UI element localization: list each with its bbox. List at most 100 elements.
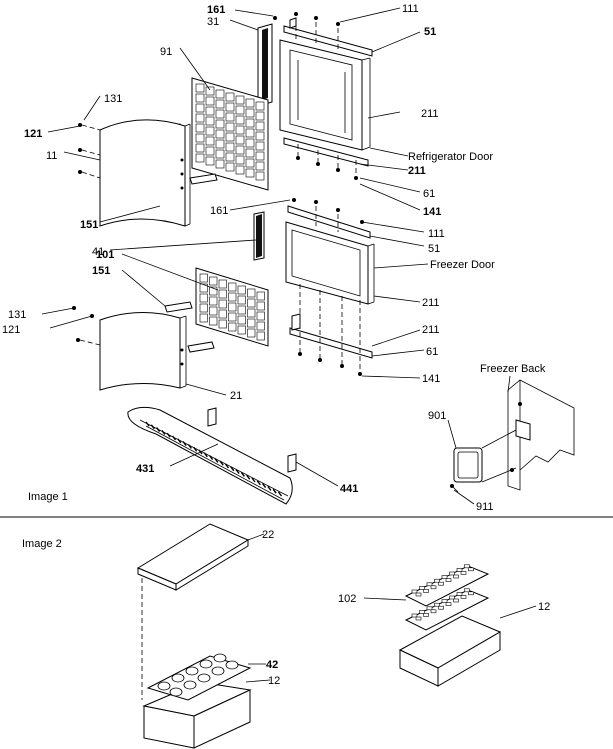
grid-cell (245, 108, 255, 118)
image1-caption: Image 1 (28, 491, 68, 503)
grid-cell (215, 109, 225, 119)
grid-cell (245, 128, 255, 138)
leader-lines-image1 (41, 7, 511, 505)
grid-cell (199, 273, 208, 283)
refrigerator-door-panel (279, 39, 371, 151)
grill-slot (262, 483, 267, 489)
grid-cell (255, 151, 265, 161)
label-131: 131 (104, 93, 122, 105)
label-12-b: 12 (538, 601, 550, 613)
label-211-c: 211 (422, 297, 440, 309)
grill-slot (150, 424, 155, 430)
part-11-door-panel (78, 119, 191, 227)
ice-cell (445, 578, 452, 582)
grid-cell (237, 305, 246, 315)
part-12-bin-left (142, 679, 271, 749)
grid-cell (218, 289, 227, 299)
part-61-bottom-channel-ref (283, 137, 369, 167)
label-101: 101 (96, 249, 114, 261)
grid-cell (225, 92, 235, 102)
grill-slot (219, 460, 224, 466)
grid-cell (225, 122, 235, 132)
part-441-clip-b (207, 407, 217, 427)
part-51-top-channel-ref (283, 17, 373, 57)
ice-cell (456, 592, 463, 596)
grid-cell (195, 103, 205, 113)
egg-cup (197, 673, 211, 683)
freezer-back-bracket (515, 419, 531, 441)
grill-slot (203, 452, 208, 458)
ice-cell (419, 610, 425, 614)
image2-caption: Image 2 (22, 538, 62, 550)
label-161: 161 (207, 4, 225, 16)
part-151-clip-lower (164, 301, 193, 313)
grid-cell (235, 155, 245, 165)
grid-cell (235, 105, 245, 115)
grid-cell (195, 143, 205, 153)
grill-slot (235, 469, 240, 475)
grid-cell (225, 112, 235, 122)
part-91-grid-panel (191, 77, 269, 191)
label-141: 141 (423, 206, 441, 218)
grid-cell (205, 146, 215, 156)
grid-cell (199, 313, 208, 323)
ice-cell (464, 564, 470, 569)
grid-cell (205, 156, 215, 166)
grid-cell (255, 141, 265, 151)
label-51: 51 (424, 26, 436, 38)
ice-cell (434, 602, 440, 607)
egg-cup (169, 687, 183, 697)
grid-cell (205, 96, 215, 106)
part-151-clip-upper-b (189, 173, 218, 185)
grid-cell (255, 131, 265, 141)
egg-cup (157, 681, 171, 691)
grill-slot (214, 457, 219, 463)
grid-cell (247, 308, 256, 318)
grill-slot (267, 485, 272, 491)
grid-cell (247, 298, 256, 308)
label-111-b: 111 (428, 228, 445, 240)
grid-cell (215, 99, 225, 109)
label-11: 11 (46, 150, 57, 162)
ice-cell (460, 595, 467, 599)
label-51-b: 51 (428, 243, 440, 255)
grid-cell (225, 162, 235, 172)
label-61-b: 61 (426, 346, 438, 358)
label-131-b: 131 (8, 309, 26, 321)
label-151: 151 (80, 219, 98, 231)
grid-cell (205, 106, 215, 116)
label-31: 31 (207, 16, 219, 28)
label-211-d: 211 (422, 324, 440, 336)
grid-cell (195, 153, 205, 163)
egg-cup (171, 673, 185, 683)
ice-cell (438, 581, 444, 586)
grid-cell (228, 302, 237, 312)
grill-slot (156, 427, 161, 433)
ice-cell (423, 589, 429, 593)
labels-image1: 161 111 31 51 91 131 121 11 211 Refriger… (2, 3, 546, 513)
part-61-bottom-channel-freezer (289, 327, 373, 359)
grid-cell (245, 168, 255, 178)
grid-cell (255, 171, 265, 181)
grid-cell (235, 115, 245, 125)
part-441-clip (287, 453, 297, 473)
ice-cell (441, 575, 448, 579)
ice-cell (468, 567, 474, 572)
grid-cell (228, 282, 237, 292)
part-31-gasket (257, 23, 273, 107)
label-freezer-back: Freezer Back (480, 363, 546, 375)
grid-cell (209, 296, 218, 306)
grid-cell (255, 161, 265, 171)
grid-cell (218, 299, 227, 309)
label-102: 102 (338, 593, 356, 605)
grid-cell (199, 283, 208, 293)
ice-cell (434, 578, 440, 583)
grid-cell (225, 102, 235, 112)
grill-slot (251, 477, 256, 483)
label-21: 21 (230, 390, 242, 402)
ice-cell (460, 571, 467, 575)
grid-cell (235, 145, 245, 155)
label-441: 441 (340, 483, 358, 495)
